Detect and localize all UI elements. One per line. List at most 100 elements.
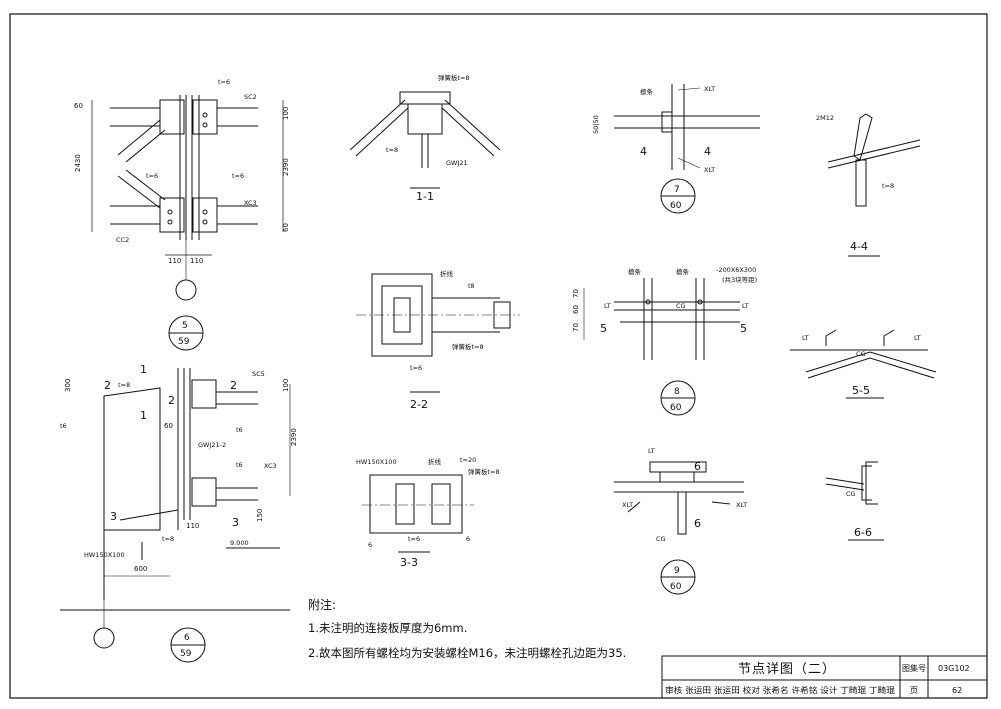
label-xlt2: XLT <box>736 501 747 509</box>
title-block-atlas-no: 03G102 <box>938 664 970 673</box>
label-m12: 2M12 <box>816 114 834 122</box>
label-t8b: t=8 <box>162 535 174 543</box>
label-six2: 6 <box>466 535 470 543</box>
dim-60: 60 <box>572 305 580 314</box>
label-beam1: 檩条 <box>628 267 642 276</box>
circle-top: 6 <box>184 633 190 643</box>
circle-bottom: 59 <box>180 649 192 659</box>
detail-6-59 <box>60 368 291 663</box>
label-beam2: 檩条 <box>676 267 690 276</box>
dim-110a: 110 <box>168 257 181 265</box>
label-cc2: CC2 <box>116 236 129 244</box>
label-lt1: LT <box>802 334 809 342</box>
detail-section-1-1 <box>349 91 501 189</box>
caption-3-3: 3-3 <box>400 556 418 569</box>
dim-2390: 2390 <box>282 158 290 176</box>
dim-110: 110 <box>186 522 199 530</box>
dim-2430: 2430 <box>74 154 82 172</box>
dim-150: 150 <box>256 509 264 522</box>
dim-60: 60 <box>74 102 83 110</box>
label-six2: 6 <box>694 517 701 530</box>
circle-top: 5 <box>182 321 188 331</box>
label-four1: 4 <box>640 145 647 158</box>
label-fold: 折线 <box>428 457 442 466</box>
notes-line-2: 2.故本图所有螺栓均为安装螺栓M16，未注明螺栓孔边距为35. <box>308 646 626 660</box>
circle-bottom: 60 <box>670 201 682 211</box>
label-gwj: GWJ21 <box>446 159 468 167</box>
dim-300: 300 <box>64 379 72 392</box>
caption-6-6: 6-6 <box>854 526 872 539</box>
label-two3: 2 <box>230 379 237 392</box>
label-plate-note: (共3块等距) <box>722 275 757 284</box>
label-xlt1: XLT <box>622 501 633 509</box>
label-beam: 檩条 <box>640 87 654 96</box>
label-cg: CG <box>856 350 866 358</box>
caption-2-2: 2-2 <box>410 398 428 411</box>
sheet-border <box>9 13 988 699</box>
label-lt2: LT <box>742 302 749 310</box>
label-t8: t=8 <box>386 146 398 154</box>
label-t6b: t6 <box>236 461 243 469</box>
label-cg: CG <box>676 302 686 310</box>
label-elev: 9.000 <box>230 539 249 547</box>
label-five1: 5 <box>600 322 607 335</box>
dim-60b: 60 <box>282 223 290 232</box>
label-i1: 1 <box>140 363 147 376</box>
circle-top: 7 <box>674 185 680 195</box>
dim-600: 600 <box>134 565 147 573</box>
caption-1-1: 1-1 <box>416 190 434 203</box>
label-plate: 弹簧板t=8 <box>438 73 470 82</box>
label-lt2: LT <box>914 334 921 342</box>
title-block-title: 节点详图（二） <box>738 662 836 677</box>
label-two1: 2 <box>104 379 111 392</box>
dim-2390: 2390 <box>290 428 298 446</box>
detail-section-6-6 <box>825 461 884 541</box>
title-block-page-no: 62 <box>952 686 962 695</box>
label-xc3: XC3 <box>244 199 257 207</box>
label-plate: 弹簧板t=8 <box>452 342 484 351</box>
caption-4-4: 4-4 <box>850 240 868 253</box>
label-four2: 4 <box>704 145 711 158</box>
label-t6c: t6 <box>60 422 67 430</box>
notes-line-1: 1.未注明的连接板厚度为6mm. <box>308 621 467 635</box>
label-two2: 2 <box>168 394 175 407</box>
label-t8: t=8 <box>882 182 894 190</box>
label-xlt2: XLT <box>704 166 715 174</box>
label-t8: t8 <box>468 282 475 290</box>
dim-70: 70 <box>572 289 580 298</box>
detail-7-60 <box>614 84 760 214</box>
label-plate: 弹簧板t=8 <box>468 467 500 476</box>
detail-section-5-5 <box>790 329 937 399</box>
label-lt: LT <box>648 447 655 455</box>
notes-title: 附注: <box>308 597 336 612</box>
label-three2: 3 <box>232 516 239 529</box>
label-t6: t=6 <box>408 535 420 543</box>
label-fold: 折线 <box>440 269 454 278</box>
label-t6a: t6 <box>236 426 243 434</box>
title-block <box>661 655 988 699</box>
dim-60: 60 <box>164 422 173 430</box>
label-t6c: t=6 <box>232 172 244 180</box>
dim-100: 100 <box>282 107 290 120</box>
label-lt1: LT <box>604 302 611 310</box>
label-t8: t=8 <box>118 381 130 389</box>
label-sc2: SC2 <box>244 93 257 101</box>
label-t6b: t=6 <box>146 172 158 180</box>
label-t20: t=20 <box>460 456 476 464</box>
label-xc3: XC3 <box>264 462 277 470</box>
label-xlt1: XLT <box>704 85 715 93</box>
detail-8-60 <box>583 278 740 416</box>
detail-section-4-4 <box>827 113 921 257</box>
title-block-atlas-label: 图集号 <box>902 663 926 673</box>
title-block-sign-row: 审核 张运田 张运田 校对 张希名 许希铭 设计 丁畸琨 丁畸琨 <box>665 685 895 695</box>
title-block-page-label: 页 <box>910 686 918 695</box>
dim-110b: 110 <box>190 257 203 265</box>
detail-section-3-3 <box>362 474 474 553</box>
detail-5-59 <box>91 95 284 351</box>
label-hw: HW150X100 <box>356 458 397 466</box>
circle-top: 9 <box>674 566 680 576</box>
circle-bottom: 60 <box>670 403 682 413</box>
label-six1: 6 <box>694 460 701 473</box>
label-t6: t=6 <box>410 364 422 372</box>
